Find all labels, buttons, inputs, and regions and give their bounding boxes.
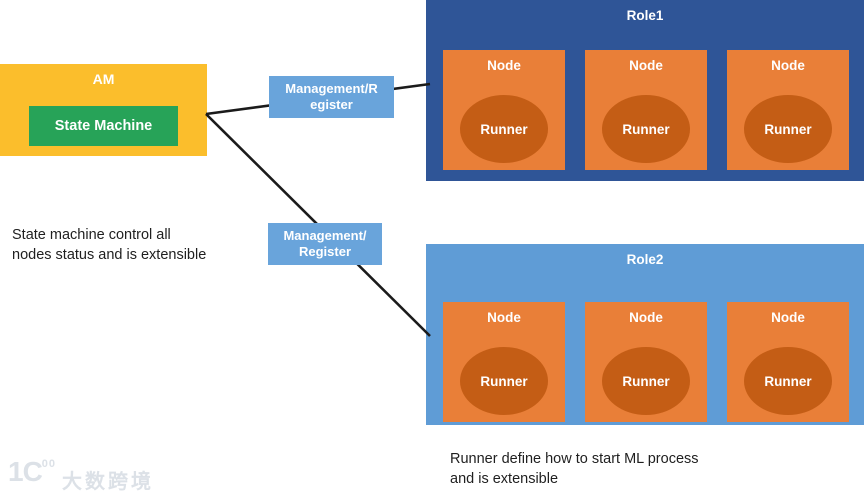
runner-label: Runner xyxy=(764,121,812,137)
link-label-line1: Management/R xyxy=(285,81,378,96)
role2-node-1: Node Runner xyxy=(443,302,565,422)
node-title: Node xyxy=(771,58,805,73)
runner-ellipse: Runner xyxy=(602,347,690,415)
role2-container: Role2 Node Runner Node Runner Node Runne… xyxy=(426,244,864,425)
link-label-management-register-1: Management/R egister xyxy=(269,76,394,118)
role1-node-3: Node Runner xyxy=(727,50,849,170)
link-label-line2: Register xyxy=(298,244,352,259)
node-title: Node xyxy=(487,58,521,73)
runner-label: Runner xyxy=(622,121,670,137)
am-box: AM State Machine xyxy=(0,64,207,156)
role2-title: Role2 xyxy=(626,252,664,267)
role1-node-1: Node Runner xyxy=(443,50,565,170)
note-line: Runner define how to start ML process xyxy=(450,451,699,467)
role1-node-2: Node Runner xyxy=(585,50,707,170)
am-title: AM xyxy=(92,71,115,87)
runner-label: Runner xyxy=(480,373,528,389)
link-label-line1: Management/ xyxy=(283,228,367,243)
node-title: Node xyxy=(487,310,521,325)
runner-ellipse: Runner xyxy=(460,95,548,163)
watermark-brand-text: 大数跨境 xyxy=(62,471,155,493)
role1-title: Role1 xyxy=(626,8,664,23)
runner-label: Runner xyxy=(622,373,670,389)
state-machine-note: State machine control all nodes status a… xyxy=(12,226,206,265)
note-line: nodes status and is extensible xyxy=(12,246,207,263)
watermark-logo-sup: 00 xyxy=(41,458,57,470)
runner-ellipse: Runner xyxy=(602,95,690,163)
runner-label: Runner xyxy=(480,121,528,137)
role1-node-row: Node Runner Node Runner Node Runner xyxy=(443,50,849,170)
note-line: and is extensible xyxy=(450,470,559,487)
role2-node-row: Node Runner Node Runner Node Runner xyxy=(443,302,849,422)
role1-container: Role1 Node Runner Node Runner Node Runne… xyxy=(426,0,864,181)
role2-node-3: Node Runner xyxy=(727,302,849,422)
runner-ellipse: Runner xyxy=(744,347,832,415)
runner-label: Runner xyxy=(764,373,812,389)
watermark: 1C 00 大数跨境 xyxy=(8,457,154,494)
node-title: Node xyxy=(629,58,663,73)
note-line: State machine control all xyxy=(12,227,171,243)
watermark-logo-icon: 1C xyxy=(8,456,43,487)
runner-note: Runner define how to start ML process an… xyxy=(450,450,699,489)
node-title: Node xyxy=(629,310,663,325)
link-label-management-register-2: Management/ Register xyxy=(268,223,382,265)
role2-node-2: Node Runner xyxy=(585,302,707,422)
link-label-line2: egister xyxy=(310,97,353,112)
state-machine-box: State Machine xyxy=(29,106,178,146)
runner-ellipse: Runner xyxy=(460,347,548,415)
runner-ellipse: Runner xyxy=(744,95,832,163)
node-title: Node xyxy=(771,310,805,325)
